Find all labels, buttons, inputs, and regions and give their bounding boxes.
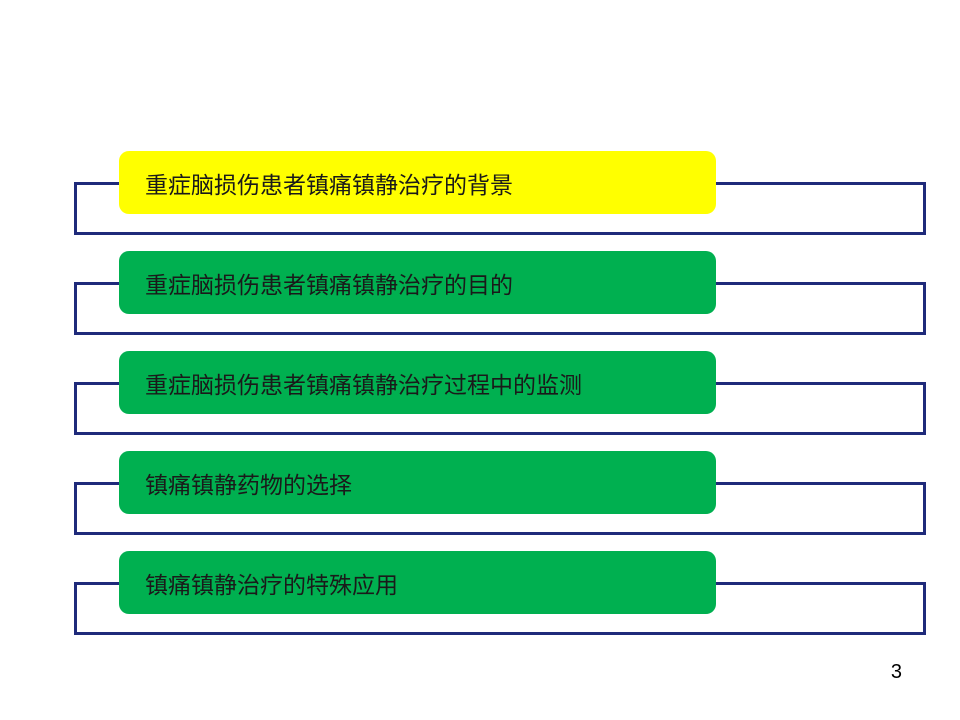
agenda-pill-monitoring[interactable]: 重症脑损伤患者镇痛镇静治疗过程中的监测 bbox=[119, 351, 716, 414]
agenda-item-background[interactable]: 重症脑损伤患者镇痛镇静治疗的背景 bbox=[74, 151, 932, 235]
agenda-pill-drug-selection[interactable]: 镇痛镇静药物的选择 bbox=[119, 451, 716, 514]
agenda-pill-purpose[interactable]: 重症脑损伤患者镇痛镇静治疗的目的 bbox=[119, 251, 716, 314]
agenda-item-drug-selection[interactable]: 镇痛镇静药物的选择 bbox=[74, 451, 932, 535]
page-number: 3 bbox=[890, 661, 902, 683]
agenda-item-special-use[interactable]: 镇痛镇静治疗的特殊应用 bbox=[74, 551, 932, 635]
agenda-item-monitoring[interactable]: 重症脑损伤患者镇痛镇静治疗过程中的监测 bbox=[74, 351, 932, 435]
agenda-pill-background[interactable]: 重症脑损伤患者镇痛镇静治疗的背景 bbox=[119, 151, 716, 214]
agenda-item-purpose[interactable]: 重症脑损伤患者镇痛镇静治疗的目的 bbox=[74, 251, 932, 335]
agenda-pill-special-use[interactable]: 镇痛镇静治疗的特殊应用 bbox=[119, 551, 716, 614]
